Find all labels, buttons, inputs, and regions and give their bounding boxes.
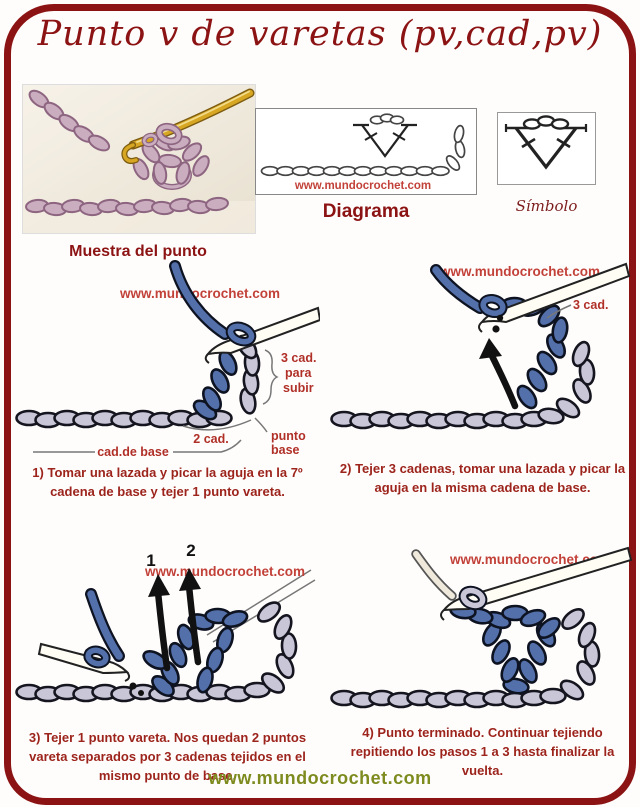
lavender-chain-curl (556, 604, 602, 705)
symbol-drawing (504, 115, 588, 170)
yarn-loop-on-hook (141, 122, 183, 148)
diagram-watermark: www.mundocrochet.com (294, 180, 431, 192)
step4-illustration: www.mundocrochet.com (330, 546, 633, 709)
guide-cad-de-base (33, 439, 242, 453)
label-cad-de-base: cad.de base (97, 445, 169, 459)
label-punto: punto (271, 429, 306, 443)
blue-yarn-strand (430, 264, 486, 314)
diagram-v-symbol (353, 113, 417, 158)
step4-watermark: www.mundocrochet.com (449, 552, 610, 567)
diagram-foundation-chain (260, 123, 467, 177)
step3-figure: www.mundocrochet.com (15, 540, 320, 786)
step2-caption: 2) Tejer 3 cadenas, tomar una lazada y p… (339, 461, 626, 495)
diagram-box: www.mundocrochet.com (255, 108, 477, 195)
label-number-2: 2 (186, 541, 195, 560)
stitch-sample-figure: Muestra del punto (22, 84, 256, 261)
blue-yarn-strand (85, 588, 125, 662)
arrow-2 (179, 568, 202, 666)
sample-caption: Muestra del punto (69, 243, 207, 260)
label-2cad: 2 cad. (193, 432, 228, 446)
dotted-guide (129, 682, 137, 690)
blue-v-stitch (448, 601, 565, 697)
v-stitch-cluster (129, 131, 213, 190)
arrow-1 (148, 574, 171, 672)
guide-2cad (182, 419, 252, 431)
guide-punto-base (254, 417, 268, 433)
yarn-loop-on-hook (458, 585, 488, 611)
label-number-1: 1 (146, 551, 155, 570)
yarn-loop-on-hook (478, 294, 508, 318)
step1-watermark: www.mundocrochet.com (119, 286, 280, 301)
insert-arrow (479, 314, 519, 410)
label-3cad: 3 cad. (281, 351, 316, 365)
symbol-box (497, 112, 596, 185)
step3-watermark: www.mundocrochet.com (144, 564, 305, 579)
footer-url: www.mundocrochet.com (208, 768, 432, 788)
label-subir: subir (283, 381, 314, 395)
label-3cad: 3 cad. (573, 298, 608, 312)
lavender-chain-curl (253, 597, 298, 698)
foundation-chain (330, 405, 566, 430)
ivory-yarn-strand (411, 549, 457, 601)
symbol-figure: Símbolo (497, 112, 596, 215)
diagram-drawing: www.mundocrochet.com (260, 113, 467, 192)
step3-illustration: www.mundocrochet.com (15, 541, 316, 703)
diagram-caption: Diagrama (322, 201, 410, 222)
brace-3cad (262, 349, 279, 405)
symbol-caption: Símbolo (515, 197, 578, 215)
blue-double-crochet-post (189, 347, 242, 425)
step4-caption: 4) Punto terminado. Continuar tejiendo r… (350, 725, 615, 778)
step1-caption: 1) Tomar una lazada y picar la aguja en … (32, 465, 303, 499)
step1-illustration: www.mundocrochet.com (15, 260, 320, 459)
yarn-loop-on-hook (225, 321, 257, 347)
step2-illustration: www.mundocrochet.com (330, 262, 631, 430)
dotted-guide (138, 690, 144, 696)
diagram-figure: www.mundocrochet.com Diagrama (255, 108, 477, 223)
guide-3cad (546, 304, 572, 319)
step4-figure: www.mundocrochet.com (330, 540, 635, 781)
page-title: Punto v de varetas (pv,cad,pv) (37, 14, 603, 54)
foundation-chain (330, 687, 567, 709)
yarn-loop-on-hook (83, 645, 111, 669)
step1-figure: www.mundocrochet.com (15, 260, 320, 502)
label-base: base (271, 443, 300, 457)
step2-watermark: www.mundocrochet.com (439, 264, 600, 279)
step2-figure: www.mundocrochet.com (330, 256, 635, 498)
label-para: para (285, 366, 312, 380)
stitch-sample-photo (22, 84, 256, 234)
blue-yarn-strand (169, 260, 231, 340)
step3-caption: 3) Tejer 1 punto vareta. Nos quedan 2 pu… (28, 730, 307, 783)
